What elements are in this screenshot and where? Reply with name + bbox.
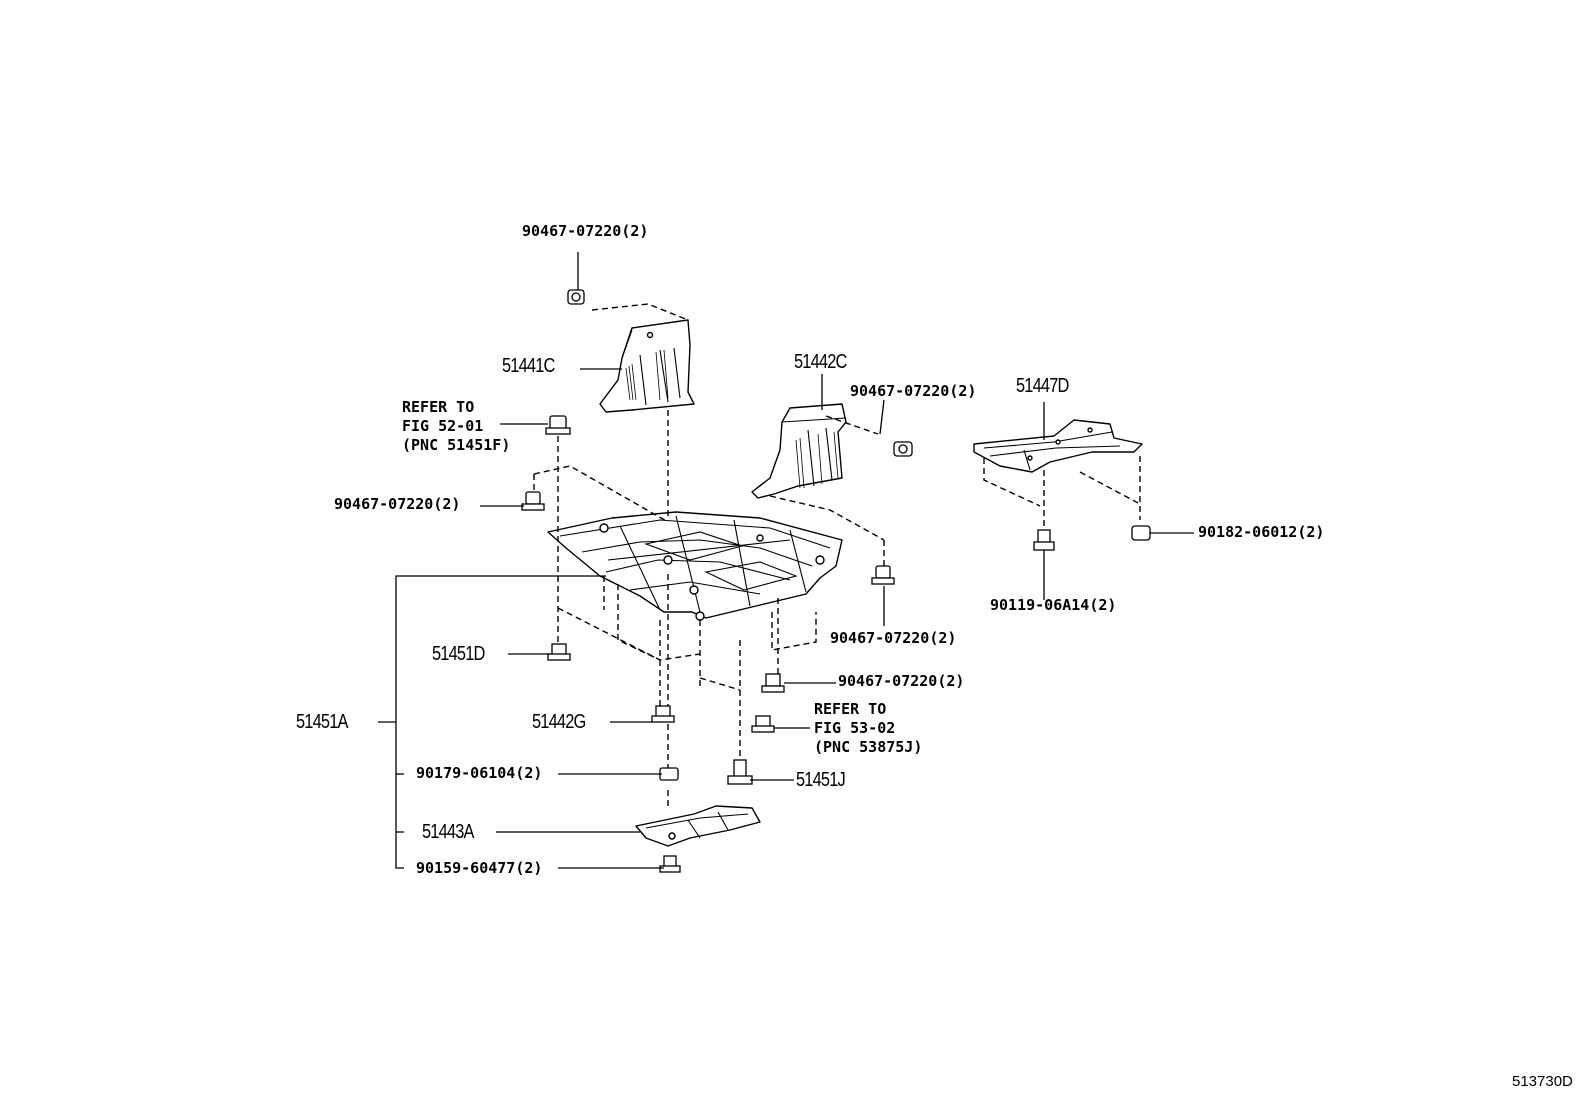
refer-53-line-2: FIG 53-02 xyxy=(814,719,896,737)
fastener-bottom-clip xyxy=(659,855,681,873)
shield-51442c xyxy=(751,403,847,499)
label-90182-06012: 90182-06012(2) xyxy=(1198,523,1325,541)
refer-53-line-3: (PNC 53875J) xyxy=(814,738,923,756)
label-51451a: 51451A xyxy=(296,711,348,733)
label-51451d: 51451D xyxy=(432,643,485,665)
label-90119-06a14: 90119-06A14(2) xyxy=(990,596,1117,614)
cover-51451a xyxy=(547,511,843,621)
refer-53-line-1: REFER TO xyxy=(814,700,887,718)
label-51447d: 51447D xyxy=(1016,375,1069,397)
label-51442g: 51442G xyxy=(532,711,586,733)
label-refer-fig-52-01: REFER TO FIG 52-01 (PNC 51451F) xyxy=(402,398,510,455)
label-90467-07220-bottom: 90467-07220(2) xyxy=(838,672,965,690)
refer-52-line-3: (PNC 51451F) xyxy=(402,436,511,454)
label-refer-fig-53-02: REFER TO FIG 53-02 (PNC 53875J) xyxy=(814,700,922,757)
fastener-screw xyxy=(659,767,679,781)
fastener-refer-53 xyxy=(751,715,775,733)
fastener-51451j xyxy=(727,759,753,785)
fastener-51451d xyxy=(547,643,571,661)
fastener-clip-bottom xyxy=(761,673,785,693)
fastener-nut-top xyxy=(567,252,585,305)
bracket-51447d xyxy=(973,419,1143,473)
shield-51441c xyxy=(599,319,695,413)
refer-52-line-2: FIG 52-01 xyxy=(402,417,484,435)
label-51441c: 51441C xyxy=(502,355,555,377)
label-90159-60477: 90159-60477(2) xyxy=(416,859,543,877)
fastener-clip-refer xyxy=(545,415,571,435)
label-51451j: 51451J xyxy=(796,769,846,791)
fastener-51442g xyxy=(651,705,675,723)
label-90467-07220-right-lower: 90467-07220(2) xyxy=(830,629,957,647)
label-90467-07220-mid: 90467-07220(2) xyxy=(850,382,977,400)
label-90467-07220-top: 90467-07220(2) xyxy=(522,222,649,240)
fastener-nut-right xyxy=(1131,525,1151,541)
fastener-clip-left xyxy=(521,491,545,511)
label-51443a: 51443A xyxy=(422,821,474,843)
cover-51443a xyxy=(635,805,761,847)
refer-52-line-1: REFER TO xyxy=(402,398,475,416)
figure-id: 513730D xyxy=(1512,1073,1573,1090)
label-90179-06104: 90179-06104(2) xyxy=(416,764,543,782)
label-51442c: 51442C xyxy=(794,351,847,373)
fastener-clip-right-lower xyxy=(871,565,895,585)
fastener-bolt-right xyxy=(1033,529,1055,600)
fastener-clip-mid xyxy=(893,441,913,457)
label-90467-07220-left: 90467-07220(2) xyxy=(334,495,461,513)
leader-lines xyxy=(378,368,1194,869)
assembly-dashed-lines xyxy=(533,303,1141,808)
